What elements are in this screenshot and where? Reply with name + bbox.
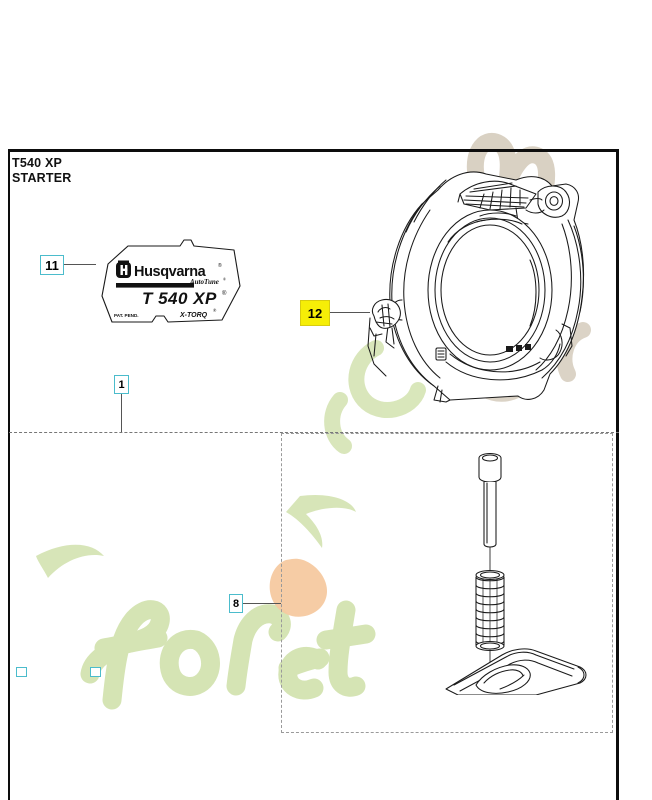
callout-12[interactable]: 12	[300, 300, 330, 326]
starter-rope-assembly-artwork	[440, 445, 620, 696]
svg-text:®: ®	[222, 290, 227, 297]
svg-text:®: ®	[213, 308, 217, 313]
title-model: T540 XP	[12, 156, 63, 170]
svg-text:AutoTune: AutoTune	[189, 278, 219, 286]
svg-text:PAT. PEND.: PAT. PEND.	[114, 313, 139, 318]
svg-text:X-TORQ: X-TORQ	[179, 312, 208, 319]
leader-line-11	[64, 264, 96, 266]
callout-1[interactable]: 1	[114, 375, 129, 394]
leader-line-8	[243, 603, 281, 605]
starter-housing-cover-artwork	[330, 150, 600, 415]
callout-partial-lower-left-a[interactable]	[16, 667, 27, 677]
svg-text:®: ®	[218, 262, 222, 269]
callout-12-number: 12	[307, 305, 323, 321]
starter-rope-pin	[478, 452, 502, 548]
warning-decal-artwork: Husqvarna ® AutoTune ® T 540 XP ® PAT. P…	[94, 236, 244, 332]
svg-text:®: ®	[223, 277, 226, 282]
starter-clip-detail	[369, 299, 401, 337]
husqvarna-crown-logo	[116, 260, 131, 278]
starter-spring	[475, 569, 505, 652]
callout-8[interactable]: 8	[229, 594, 243, 613]
title-section: STARTER	[12, 170, 72, 185]
callout-11[interactable]: 11	[40, 255, 64, 275]
page-title: T540 XP STARTER	[12, 156, 72, 186]
callout-partial-lower-left-b[interactable]	[90, 667, 101, 677]
divider-dashed-horizontal	[9, 432, 619, 433]
svg-text:T 540 XP: T 540 XP	[142, 289, 217, 308]
starter-handle	[445, 648, 587, 696]
leader-line-1	[121, 394, 123, 432]
svg-text:Husqvarna: Husqvarna	[134, 264, 207, 280]
callout-11-number: 11	[45, 257, 59, 273]
callout-8-number: 8	[232, 597, 240, 610]
callout-1-number: 1	[118, 378, 125, 391]
leader-line-12	[330, 312, 370, 314]
